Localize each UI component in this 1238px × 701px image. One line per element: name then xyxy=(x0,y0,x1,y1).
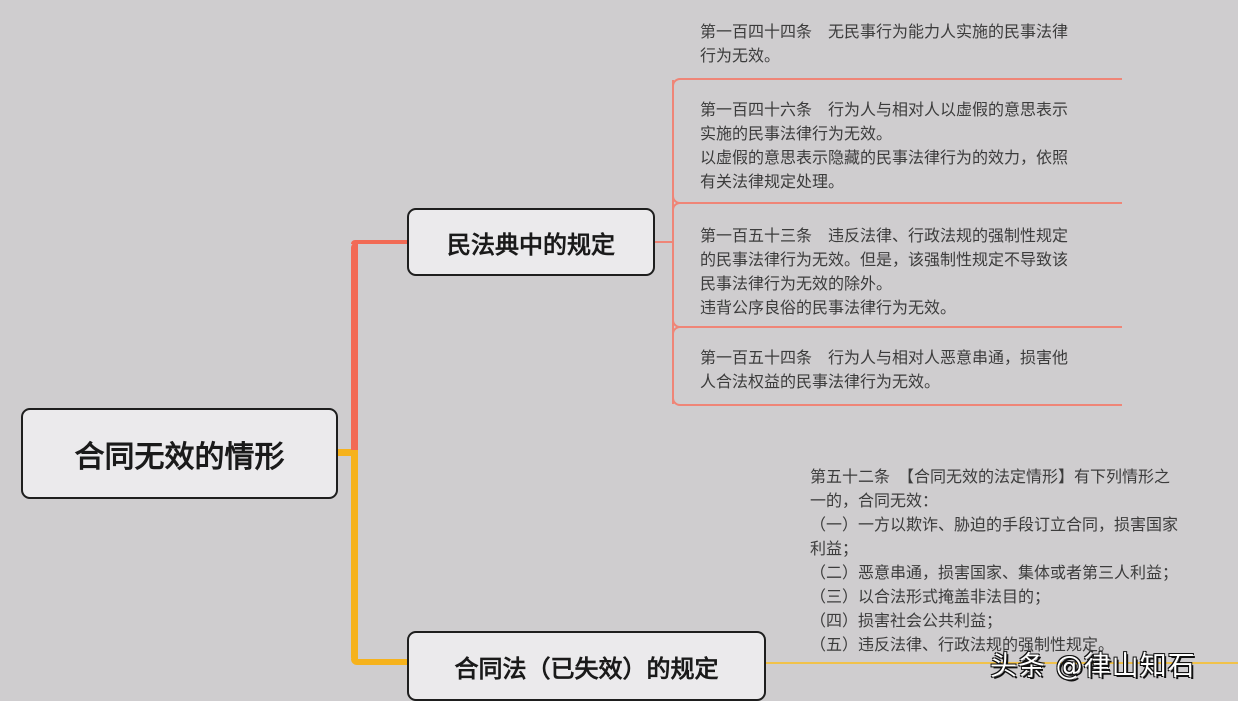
branch-node-label: 合同法（已失效）的规定 xyxy=(454,654,719,683)
leaf-box-article-154 xyxy=(672,326,1122,406)
leaf-article-154: 第一百五十四条 行为人与相对人恶意串通，损害他 人合法权益的民事法律行为无效。 xyxy=(700,348,1069,391)
contract-leaf-connector xyxy=(766,662,1238,664)
civil-branch-connector-horizontal xyxy=(351,240,408,244)
leaf-article-153: 第一百五十三条 违反法律、行政法规的强制性规定 的民事法律行为无效。但是，该强制… xyxy=(700,226,1069,317)
leaf-article-146: 第一百四十六条 行为人与相对人以虚假的意思表示 实施的民事法律行为无效。 以虚假… xyxy=(700,100,1069,191)
root-node[interactable]: 合同无效的情形 xyxy=(21,408,338,499)
contract-branch-connector-vertical xyxy=(351,452,358,664)
root-node-label: 合同无效的情形 xyxy=(74,439,285,475)
watermark: 头条 @律山知石 xyxy=(990,651,1196,682)
branch-node-label: 民法典中的规定 xyxy=(447,230,615,259)
root-connector xyxy=(338,449,358,456)
leaf-article-144: 第一百四十四条 无民事行为能力人实施的民事法律 行为无效。 xyxy=(700,22,1069,65)
civil-branch-connector-vertical xyxy=(351,242,358,450)
branch-node-civil-code[interactable]: 民法典中的规定 xyxy=(407,208,655,276)
contract-branch-connector-horizontal xyxy=(351,659,408,665)
civil-leaf-connector xyxy=(655,241,674,243)
leaf-article-52: 第五十二条 【合同无效的法定情形】有下列情形之 一的，合同无效： （一）一方以欺… xyxy=(810,467,1179,654)
branch-node-contract-law[interactable]: 合同法（已失效）的规定 xyxy=(407,631,766,701)
